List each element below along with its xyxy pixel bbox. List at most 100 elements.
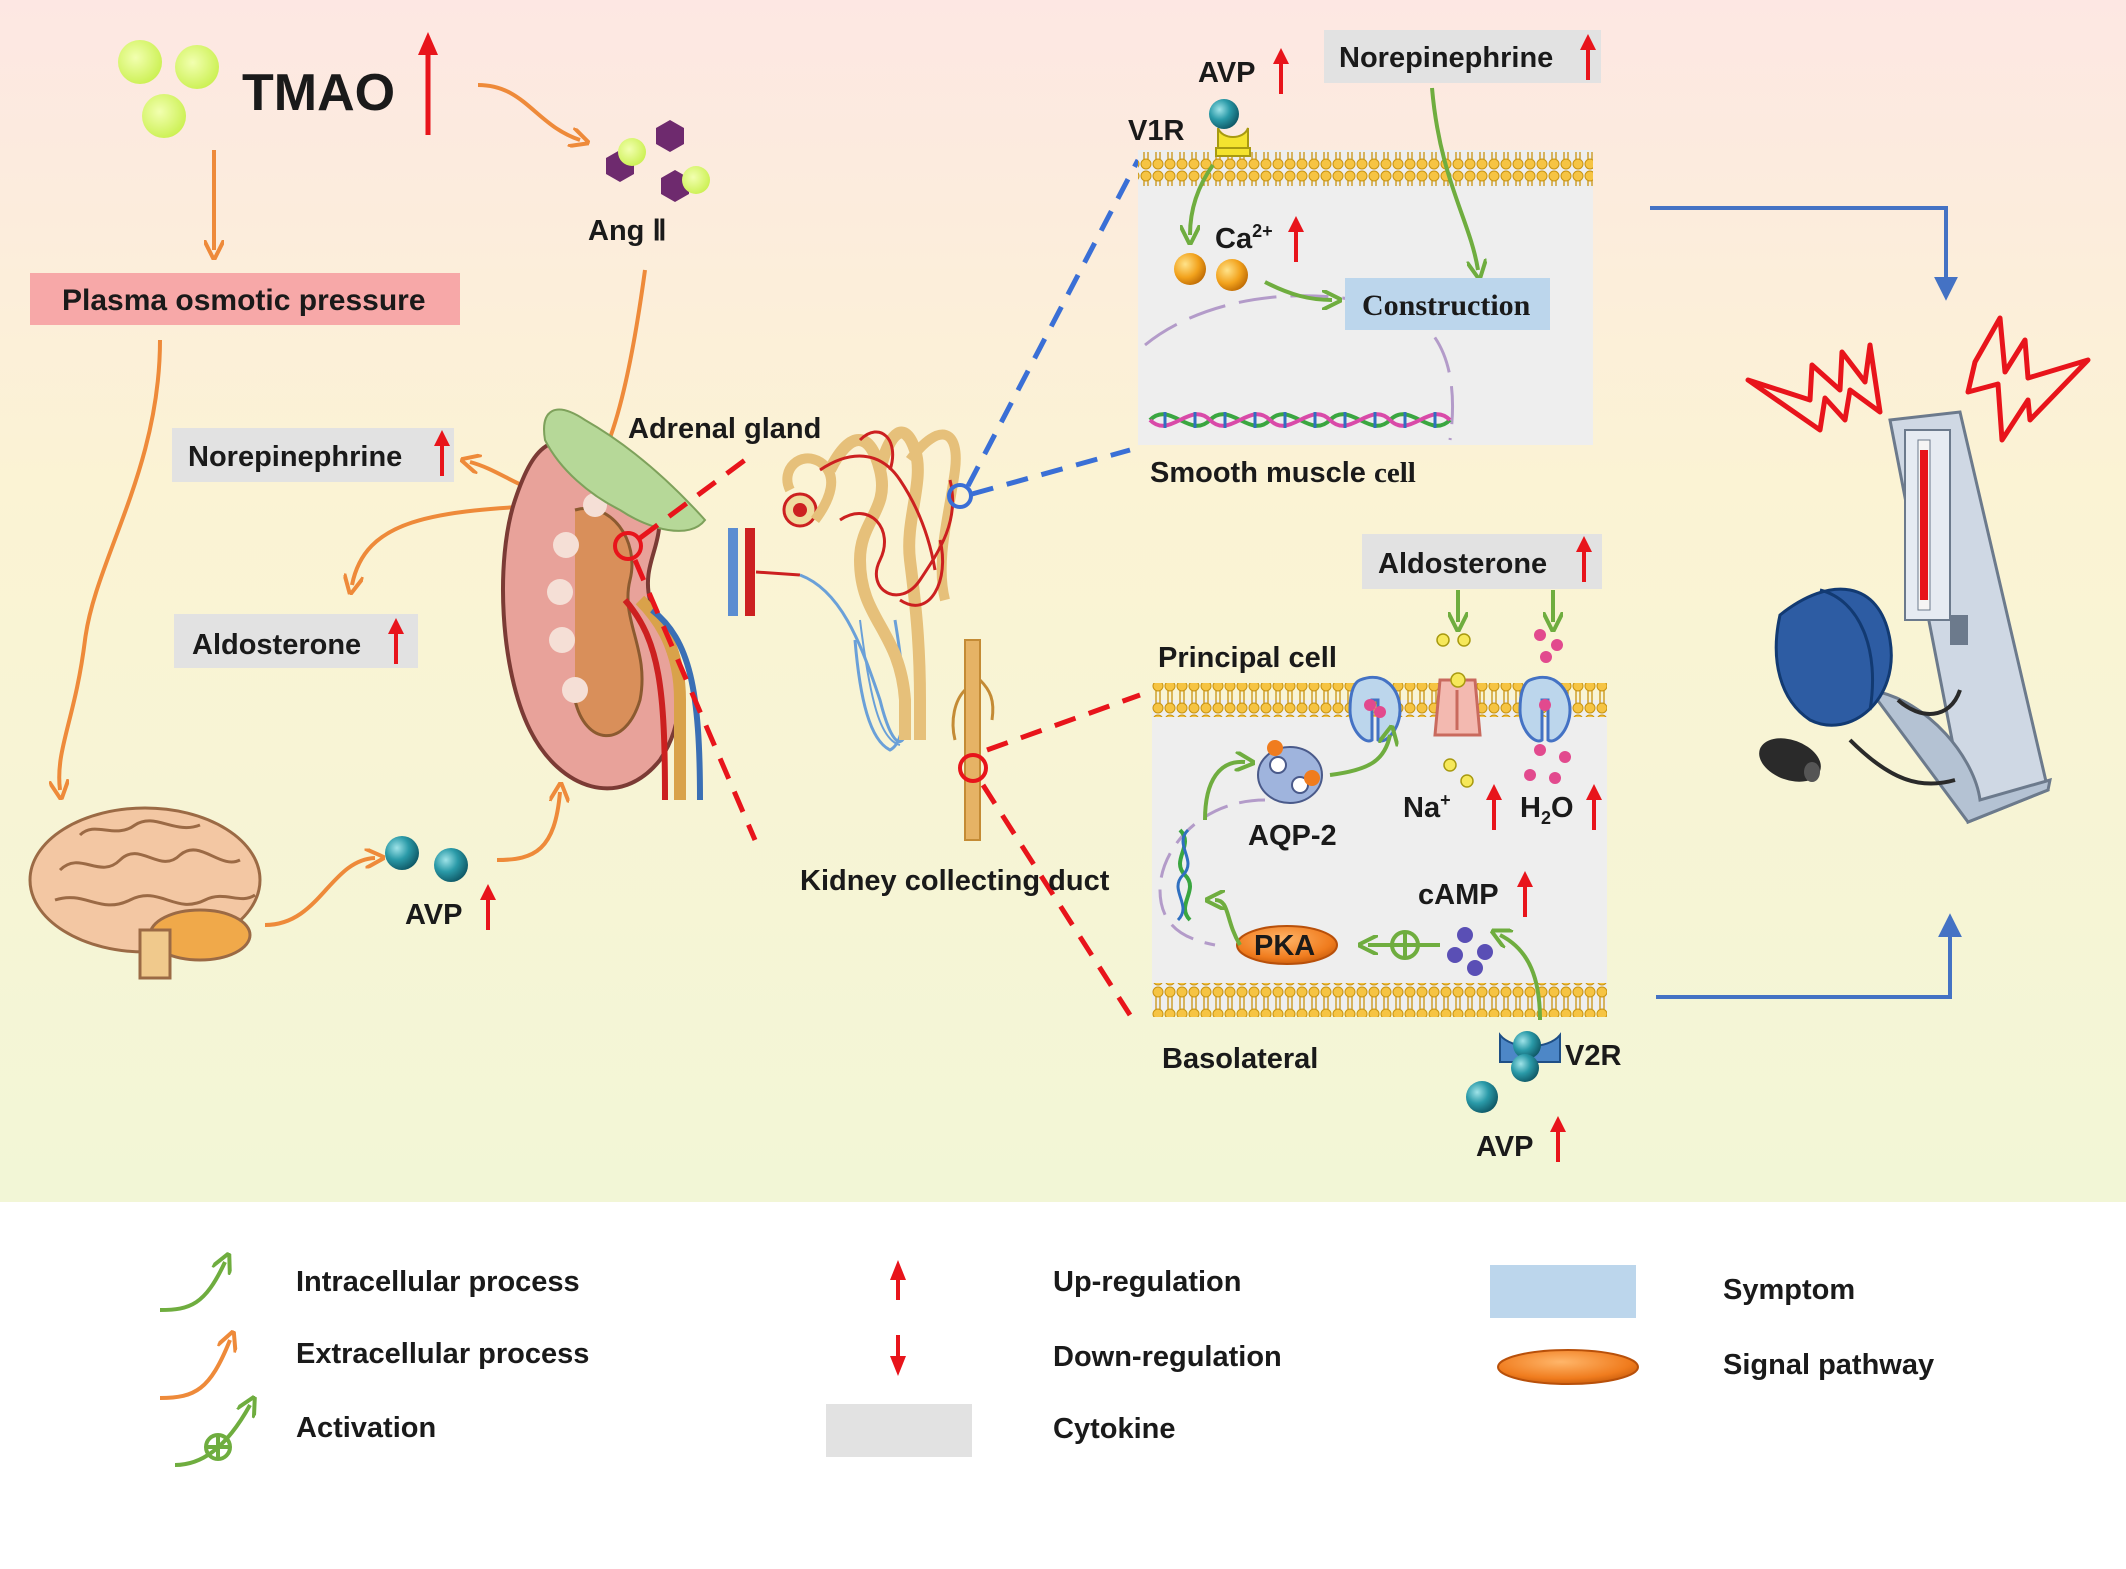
v1r-receptor-icon [1209, 99, 1251, 157]
arrow-brain-to-avp [264, 858, 375, 927]
duct-magnifier-icon [958, 753, 988, 783]
pka-signal-pathway [1236, 925, 1338, 965]
plasma-osmotic-label: Plasma osmotic pressure [62, 284, 426, 317]
diagram-background [0, 0, 2126, 1202]
aqp2-label: AQP-2 [1248, 820, 1337, 852]
arrow-plasma-to-brain [59, 339, 162, 790]
connector-kidney-to-duct [632, 559, 758, 841]
pka-label: PKA [1254, 930, 1315, 962]
smooth-muscle-nucleus-envelope [1144, 294, 1455, 441]
camp-molecules-icon [1447, 927, 1493, 976]
ca-ions-icon [1174, 253, 1248, 291]
legend-up-regulation-label: Up-regulation [1053, 1266, 1242, 1298]
norepinephrine-left-label: Norepinephrine [188, 441, 402, 473]
legend-cytokine-swatch [826, 1404, 972, 1457]
enac-channel-icon [1433, 672, 1482, 737]
ang2-label: Ang Ⅱ [588, 215, 667, 247]
construction-symptom-box [1345, 278, 1550, 330]
aqp2-vesicle-icon [1257, 740, 1323, 804]
arrow-principal-to-bp [1656, 913, 1962, 999]
v1r-label: V1R [1128, 115, 1184, 147]
arrow-avp-to-kidney [496, 792, 560, 862]
arrow-construction-to-bp [1650, 206, 1958, 301]
smooth-muscle-norepinephrine-box [1324, 30, 1601, 83]
legend-extracellular-label: Extracellular process [296, 1338, 589, 1370]
na-ions-icon [1443, 758, 1474, 788]
smooth-muscle-cell-label: Smooth muscle cell [1150, 457, 1416, 489]
tmao-up-arrow-icon [418, 32, 438, 135]
legend-intracellular-icon [159, 1262, 225, 1312]
tmao-label: TMAO [242, 64, 395, 122]
blood-pressure-monitor-icon [1745, 315, 2091, 825]
hypertension-spike-left-icon [1745, 342, 1883, 433]
ca-label: Ca2+ [1215, 221, 1273, 255]
basolateral-label: Basolateral [1162, 1043, 1318, 1075]
smooth-muscle-membrane [1138, 152, 1593, 186]
dna-icon [1148, 412, 1452, 428]
adrenal-gland-label: Adrenal gland [628, 413, 821, 445]
arrow-nucleus-to-aqp2 [1203, 762, 1245, 821]
avp-brain-molecules-icon [385, 836, 468, 882]
legend-symptom-label: Symptom [1723, 1274, 1855, 1306]
principal-dna-icon [1176, 828, 1192, 922]
arrow-ca-to-construction [1264, 280, 1332, 300]
activation-symbol-icon [1390, 930, 1420, 960]
principal-avp-label: AVP [1476, 1131, 1533, 1163]
connector-duct-bottom [980, 783, 1133, 1017]
legend-down-regulation-label: Down-regulation [1053, 1341, 1282, 1373]
principal-cell-panel [1152, 683, 1607, 1017]
aqp-channel-right-icon [1518, 675, 1572, 743]
legend-symptom-swatch [1490, 1265, 1636, 1318]
construction-label: Construction [1362, 289, 1531, 322]
principal-basolateral-membrane [1152, 983, 1607, 1017]
collecting-duct-icon [951, 639, 995, 841]
principal-top-ions-icon [1436, 629, 1563, 663]
connector-duct-top [986, 692, 1141, 753]
na-label: Na+ [1403, 790, 1451, 824]
h2o-label: H2O [1520, 792, 1574, 828]
water-molecules-icon [1524, 744, 1571, 784]
legend: Intracellular process Extracellular proc… [159, 1260, 1934, 1467]
camp-label: cAMP [1418, 879, 1499, 911]
v2r-label: V2R [1565, 1040, 1621, 1072]
plasma-osmotic-box [30, 273, 460, 325]
legend-activation-label: Activation [296, 1412, 436, 1444]
legend-intracellular-label: Intracellular process [296, 1266, 580, 1298]
arrow-v2r-to-camp [1500, 935, 1542, 1021]
smooth-muscle-norepinephrine-label: Norepinephrine [1339, 42, 1553, 74]
avp-brain-label: AVP [405, 899, 462, 931]
principal-cell-label: Principal cell [1158, 642, 1337, 674]
hypertension-spike-right-icon [1965, 315, 2091, 443]
arrow-pka-to-nucleus [1215, 900, 1242, 947]
nephron-icon [728, 426, 961, 752]
adrenal-gland-icon [543, 408, 707, 532]
arrow-tmao-to-ang2 [477, 83, 580, 140]
principal-aldosterone-label: Aldosterone [1378, 548, 1547, 580]
legend-signal-pathway-label: Signal pathway [1723, 1349, 1934, 1381]
connector-nephron-to-smooth-muscle-bottom [971, 447, 1131, 497]
norepinephrine-left-box [172, 428, 454, 482]
legend-background [0, 1202, 2126, 1569]
legend-up-regulation-icon [890, 1260, 906, 1300]
legend-cytokine-label: Cytokine [1053, 1413, 1175, 1445]
kidney-icon [501, 439, 703, 801]
v2r-receptor-icon [1499, 1031, 1561, 1082]
legend-extracellular-icon [159, 1340, 230, 1400]
legend-signal-pathway-swatch [1497, 1349, 1639, 1385]
kidney-magnifier-icon [613, 531, 643, 561]
legend-activation-icon [174, 1405, 250, 1467]
principal-aldosterone-box [1362, 534, 1602, 589]
principal-nucleus-envelope [1158, 798, 1266, 947]
arrow-norepinephrine-to-construction [1430, 87, 1478, 270]
arrow-v1r-to-ca [1190, 163, 1215, 235]
aldosterone-left-box [174, 614, 418, 668]
tmao-molecules-icon [118, 40, 219, 138]
nephron-magnifier-icon [947, 483, 973, 509]
smooth-muscle-avp-label: AVP [1198, 57, 1255, 89]
arrow-aqp2-to-membrane [1329, 735, 1390, 777]
kidney-collecting-duct-label: Kidney collecting duct [800, 865, 1110, 897]
legend-down-regulation-icon [890, 1335, 906, 1376]
ang2-molecules-icon [606, 120, 710, 202]
